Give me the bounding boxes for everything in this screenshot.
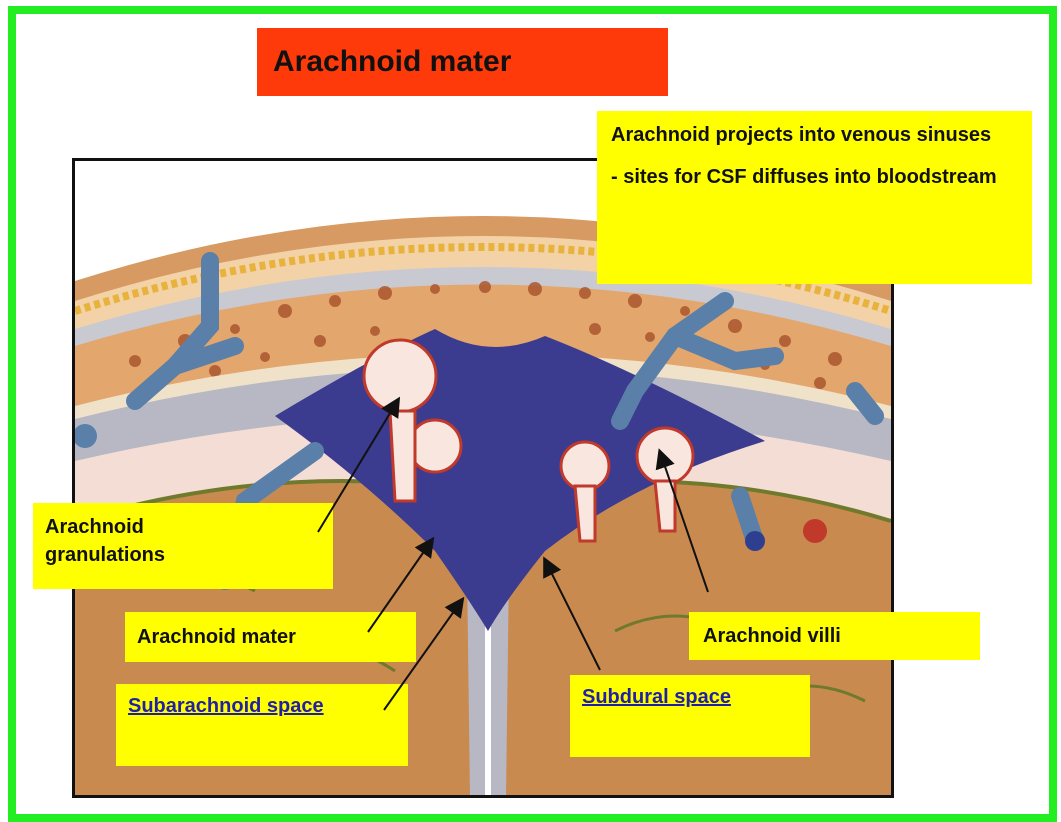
label-arachnoid-mater: Arachnoid mater	[125, 612, 416, 662]
label-arachnoid-villi: Arachnoid villi	[689, 612, 980, 660]
subdural-space-link[interactable]: Subdural space	[582, 686, 731, 708]
label-arachnoid-granulations: Arachnoid granulations	[33, 503, 333, 589]
label-arachnoid-granulations-text: Arachnoid granulations	[45, 513, 205, 569]
subarachnoid-space-link[interactable]: Subarachnoid space	[128, 695, 324, 717]
label-subarachnoid-space: Subarachnoid space	[116, 684, 408, 766]
slide-title: Arachnoid mater	[257, 28, 668, 96]
label-arachnoid-villi-text: Arachnoid villi	[703, 625, 841, 647]
callout-box: Arachnoid projects into venous sinuses -…	[597, 111, 1032, 284]
callout-line-2: - sites for CSF diffuses into bloodstrea…	[611, 163, 1018, 191]
label-arachnoid-mater-text: Arachnoid mater	[137, 626, 296, 648]
label-subdural-space: Subdural space	[570, 675, 810, 757]
callout-line-1: Arachnoid projects into venous sinuses	[611, 121, 1018, 149]
